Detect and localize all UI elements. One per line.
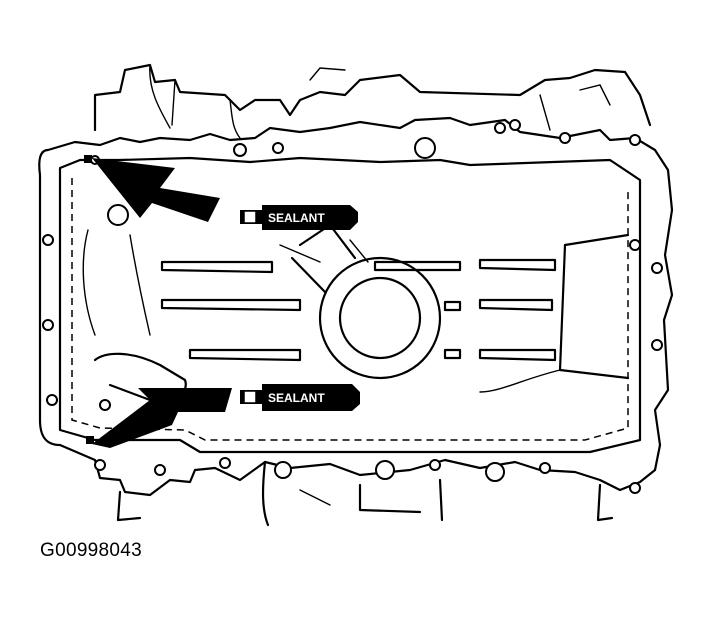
bolt-holes [42,119,663,494]
upper-sealant-tube: SEALANT [240,205,358,230]
oil-pan-flange [38,116,674,497]
engine-block-outline [93,63,652,139]
lower-sealant-label: SEALANT [268,391,325,405]
figure-id: G00998043 [40,540,143,561]
upper-sealant-label: SEALANT [268,211,325,225]
lower-arrow [86,388,232,448]
oil-pickup-ring [290,223,442,380]
left-bracket [82,229,187,403]
lower-sealant-tube: SEALANT [240,384,360,411]
lower-castings [116,460,614,527]
pan-ribs [160,239,557,362]
upper-arrow [84,155,220,222]
